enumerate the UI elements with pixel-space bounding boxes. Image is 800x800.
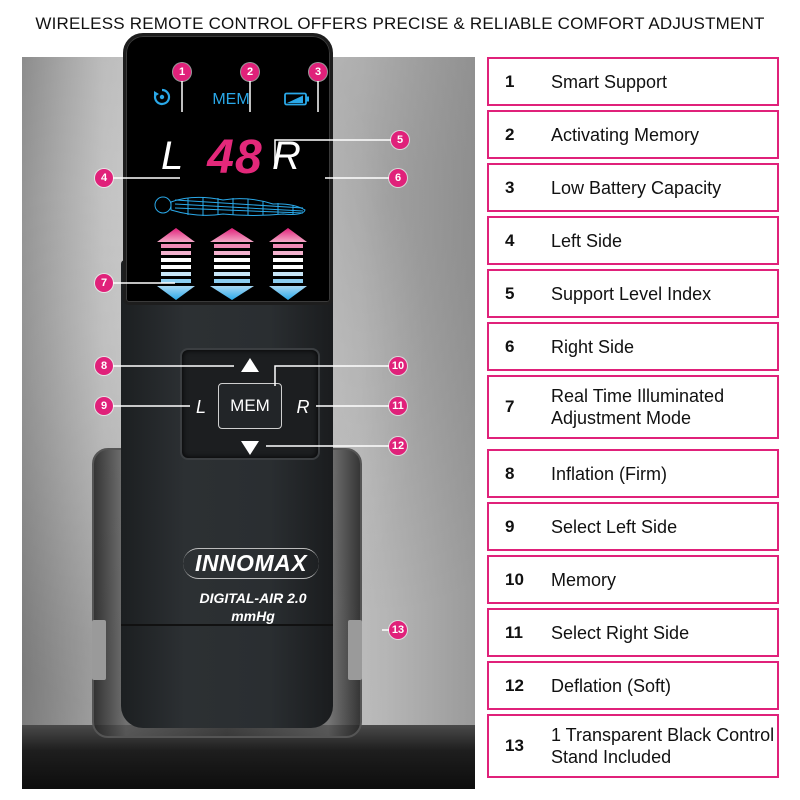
legend-label: Memory: [551, 569, 617, 590]
page-headline: WIRELESS REMOTE CONTROL OFFERS PRECISE &…: [35, 14, 765, 33]
callout-marker-7: 7: [95, 274, 113, 292]
legend-label: Left Side: [551, 230, 623, 251]
inflate-up-button[interactable]: [240, 357, 260, 373]
legend-item: 6 Right Side: [487, 322, 779, 371]
legend-item: 10 Memory: [487, 555, 779, 604]
select-right-button[interactable]: R: [296, 397, 310, 417]
legend-item: 5 Support Level Index: [487, 269, 779, 318]
legend-number: 13: [505, 736, 524, 755]
body-outline-icon: [154, 196, 306, 216]
legend-label: Real Time Illuminated Adjustment Mode: [551, 386, 725, 428]
legend-number: 9: [505, 516, 515, 536]
memory-button[interactable]: MEM: [218, 383, 282, 429]
legend-item: 2 Activating Memory: [487, 110, 779, 159]
low-battery-icon: [284, 92, 309, 106]
zone-center: [210, 228, 254, 300]
mem-indicator: MEM: [212, 91, 250, 108]
legend-label: Inflation (Firm): [551, 463, 668, 484]
legend-number: 7: [505, 397, 515, 416]
callout-marker-4: 4: [95, 169, 113, 187]
callout-marker-5: 5: [391, 131, 409, 149]
brand-logo: INNOMAX: [183, 548, 319, 579]
callout-marker-3: 3: [309, 63, 327, 81]
legend-label: Select Left Side: [551, 516, 678, 537]
callout-marker-6: 6: [389, 169, 407, 187]
remote-seam: [121, 624, 333, 626]
legend-number: 4: [505, 230, 515, 250]
legend-item: 3 Low Battery Capacity: [487, 163, 779, 212]
legend-number: 10: [505, 569, 524, 589]
legend-item: 7 Real Time Illuminated Adjustment Mode: [487, 375, 779, 439]
legend-item: 4 Left Side: [487, 216, 779, 265]
legend-label: Deflation (Soft): [551, 675, 672, 696]
zone-left: [157, 228, 195, 300]
legend-number: 8: [505, 463, 515, 483]
callout-marker-10: 10: [389, 357, 407, 375]
legend-label: Select Right Side: [551, 622, 690, 643]
display-right-letter: R: [272, 134, 301, 178]
support-level-readout: 48: [207, 131, 263, 184]
adjustment-zones-indicator: [157, 228, 307, 300]
stand-clip-left: [92, 620, 106, 680]
callout-marker-1: 1: [173, 63, 191, 81]
legend-item: 1 Smart Support: [487, 57, 779, 106]
legend-number: 5: [505, 283, 515, 303]
deflate-down-button[interactable]: [240, 440, 260, 456]
legend-label: Right Side: [551, 336, 635, 357]
legend-number: 12: [505, 675, 524, 695]
pressure-unit: mmHg: [231, 608, 275, 624]
callout-marker-9: 9: [95, 397, 113, 415]
model-name: DIGITAL-AIR 2.0: [199, 590, 307, 606]
legend-item: 8 Inflation (Firm): [487, 449, 779, 498]
legend-number: 6: [505, 336, 515, 356]
legend-item: 13 1 Transparent Black Control Stand Inc…: [487, 714, 779, 778]
callout-marker-13: 13: [389, 621, 407, 639]
legend-number: 2: [505, 124, 515, 144]
callout-marker-2: 2: [241, 63, 259, 81]
legend-item: 12 Deflation (Soft): [487, 661, 779, 710]
legend-number: 11: [505, 622, 523, 642]
legend-label: 1 Transparent Black Control Stand Includ…: [551, 725, 775, 767]
display-left-letter: L: [161, 134, 184, 178]
smart-support-icon: [153, 88, 171, 106]
legend-number: 1: [505, 71, 515, 91]
callout-marker-12: 12: [389, 437, 407, 455]
legend-item: 11 Select Right Side: [487, 608, 779, 657]
stand-clip-right: [348, 620, 362, 680]
legend-label: Activating Memory: [551, 124, 700, 145]
callout-marker-8: 8: [95, 357, 113, 375]
legend-label: Smart Support: [551, 71, 668, 92]
select-left-button[interactable]: L: [195, 397, 206, 417]
callout-marker-11: 11: [389, 397, 407, 415]
legend-label: Low Battery Capacity: [551, 177, 722, 198]
remote-display: MEM L 48 R: [123, 33, 333, 305]
legend-number: 3: [505, 177, 515, 197]
legend-label: Support Level Index: [551, 283, 712, 304]
legend-item: 9 Select Left Side: [487, 502, 779, 551]
zone-right: [269, 228, 307, 300]
remote-body: [121, 260, 333, 728]
